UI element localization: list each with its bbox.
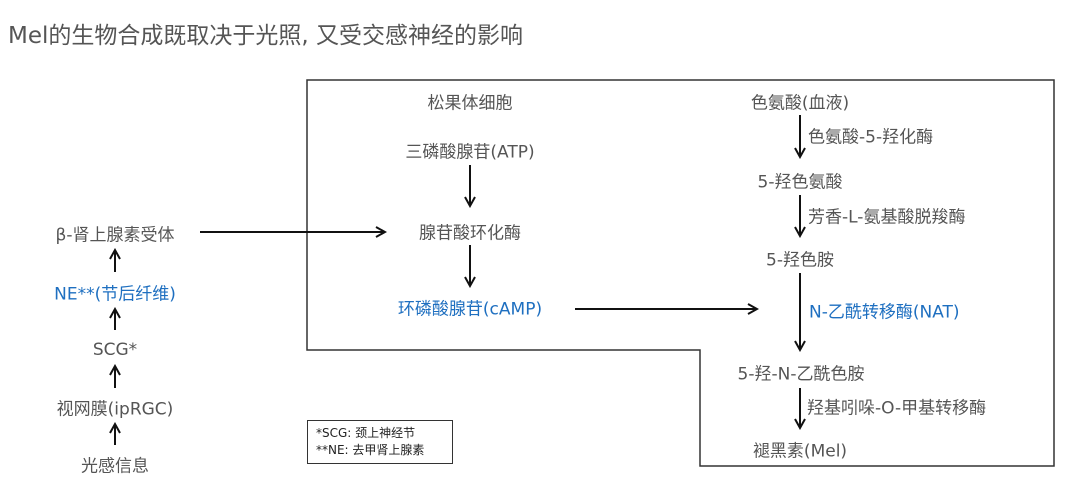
serotonin-node: 5-羟色胺 xyxy=(766,250,834,271)
adenylate-cyclase-node: 腺苷酸环化酶 xyxy=(419,223,521,244)
melatonin-node: 褪黑素(Mel) xyxy=(752,441,848,462)
pineal-cell-label: 松果体细胞 xyxy=(427,93,513,114)
beta-receptor-node: β-肾上腺素受体 xyxy=(55,225,175,246)
n-acetylserotonin-node: 5-羟-N-乙酰色胺 xyxy=(737,364,865,385)
pineal-cell-outline xyxy=(306,79,1055,467)
tryptophan-node: 色氨酸(血液) xyxy=(750,93,850,114)
5htp-node: 5-羟色氨酸 xyxy=(757,172,843,193)
legend-box: *SCG: 颈上神经节 **NE: 去甲肾上腺素 xyxy=(307,420,453,464)
legend-scg: *SCG: 颈上神经节 xyxy=(316,426,416,440)
scg-node: SCG* xyxy=(92,340,138,360)
legend-ne: **NE: 去甲肾上腺素 xyxy=(316,443,425,457)
page-title: Mel的生物合成既取决于光照, 又受交感神经的影响 xyxy=(8,23,524,49)
enzyme-tph: 色氨酸-5-羟化酶 xyxy=(808,127,934,148)
ne-node: NE**(节后纤维) xyxy=(54,284,176,305)
light-node: 光感信息 xyxy=(81,456,149,477)
enzyme-aadc: 芳香-L-氨基酸脱羧酶 xyxy=(808,207,966,228)
enzyme-hiomt: 羟基吲哚-O-甲基转移酶 xyxy=(807,398,987,419)
retina-node: 视网膜(ipRGC) xyxy=(56,399,174,420)
camp-node: 环磷酸腺苷(cAMP) xyxy=(397,299,543,320)
atp-node: 三磷酸腺苷(ATP) xyxy=(405,142,535,163)
enzyme-nat: N-乙酰转移酶(NAT) xyxy=(809,302,960,323)
